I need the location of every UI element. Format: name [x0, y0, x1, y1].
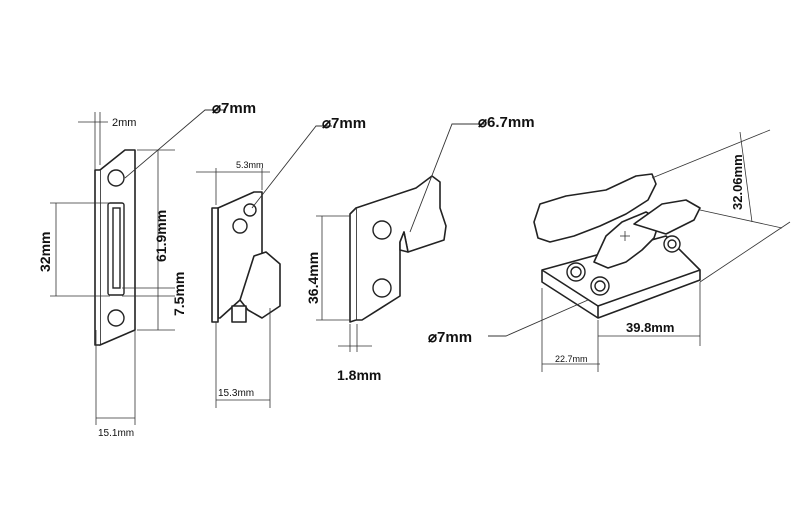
strike-width-top-label: 2mm — [112, 117, 136, 129]
strike-slot-height-label: 32mm — [37, 232, 53, 272]
strike-plate — [94, 149, 136, 346]
hook-hole-label: ⌀7mm — [322, 115, 366, 132]
hook-width-label: 15.3mm — [218, 388, 254, 399]
strike-width-label: 15.1mm — [98, 428, 134, 439]
latch-hole-label: ⌀7mm — [428, 329, 472, 346]
keeper-thickness-label: 1.8mm — [337, 367, 381, 383]
hook-dimensions — [196, 125, 332, 408]
latch-spacing-label: 22.7mm — [555, 354, 588, 364]
keeper-dimensions — [316, 123, 486, 352]
strike-dimensions — [50, 109, 226, 425]
hook — [211, 191, 281, 323]
latch-dimensions — [488, 129, 791, 372]
keeper-hole-label: ⌀6.7mm — [478, 114, 535, 131]
latch-length-label: 39.8mm — [626, 320, 674, 335]
sash-latch — [533, 173, 701, 319]
strike-hole-label: ⌀7mm — [212, 100, 256, 117]
hook-top-label: 5.3mm — [236, 160, 264, 170]
keeper-height-label: 36.4mm — [305, 252, 321, 304]
keeper-plate — [349, 175, 447, 323]
strike-height-label: 61.9mm — [153, 210, 169, 262]
strike-gap-label: 7.5mm — [171, 272, 187, 316]
latch-height-label: 32.06mm — [730, 154, 745, 210]
